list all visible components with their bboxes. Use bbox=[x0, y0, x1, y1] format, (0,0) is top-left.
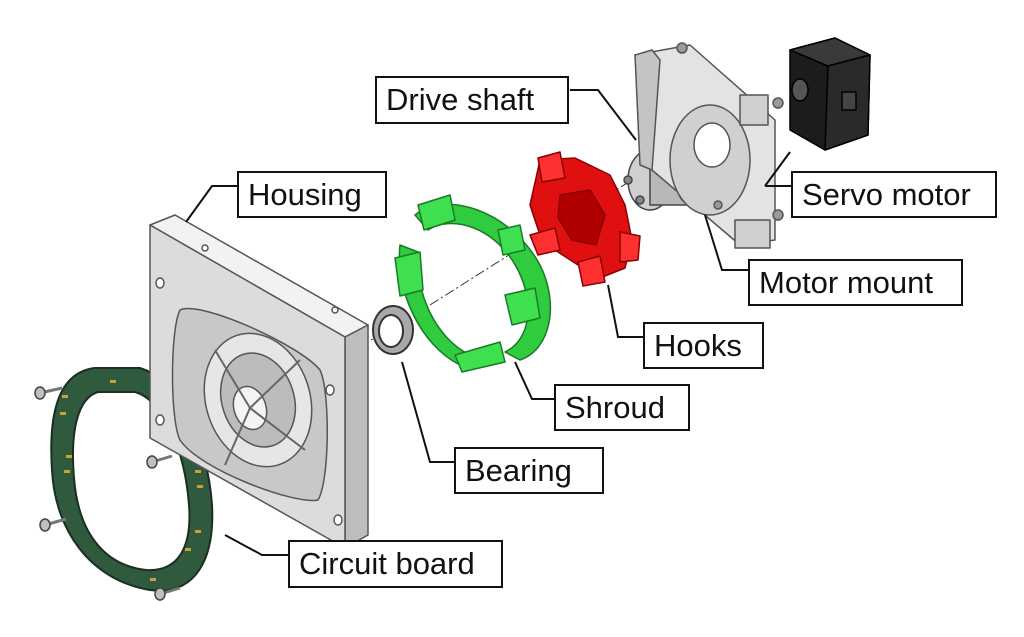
label-motor-mount: Motor mount bbox=[748, 259, 963, 306]
label-servo-motor: Servo motor bbox=[791, 171, 997, 218]
servo-motor-part bbox=[789, 37, 871, 151]
housing-part bbox=[149, 214, 369, 549]
label-shroud: Shroud bbox=[554, 384, 690, 431]
label-hooks: Hooks bbox=[643, 322, 764, 369]
label-drive-shaft: Drive shaft bbox=[375, 76, 569, 124]
label-circuit-board: Circuit board bbox=[288, 540, 503, 588]
label-bearing: Bearing bbox=[454, 447, 604, 494]
motor-mount-part bbox=[634, 42, 784, 249]
bearing-part bbox=[372, 305, 414, 355]
label-housing: Housing bbox=[237, 171, 387, 218]
hooks-part bbox=[529, 151, 641, 287]
shroud-part bbox=[394, 194, 552, 373]
leader-lines bbox=[185, 89, 791, 556]
screw-parts bbox=[34, 386, 181, 601]
